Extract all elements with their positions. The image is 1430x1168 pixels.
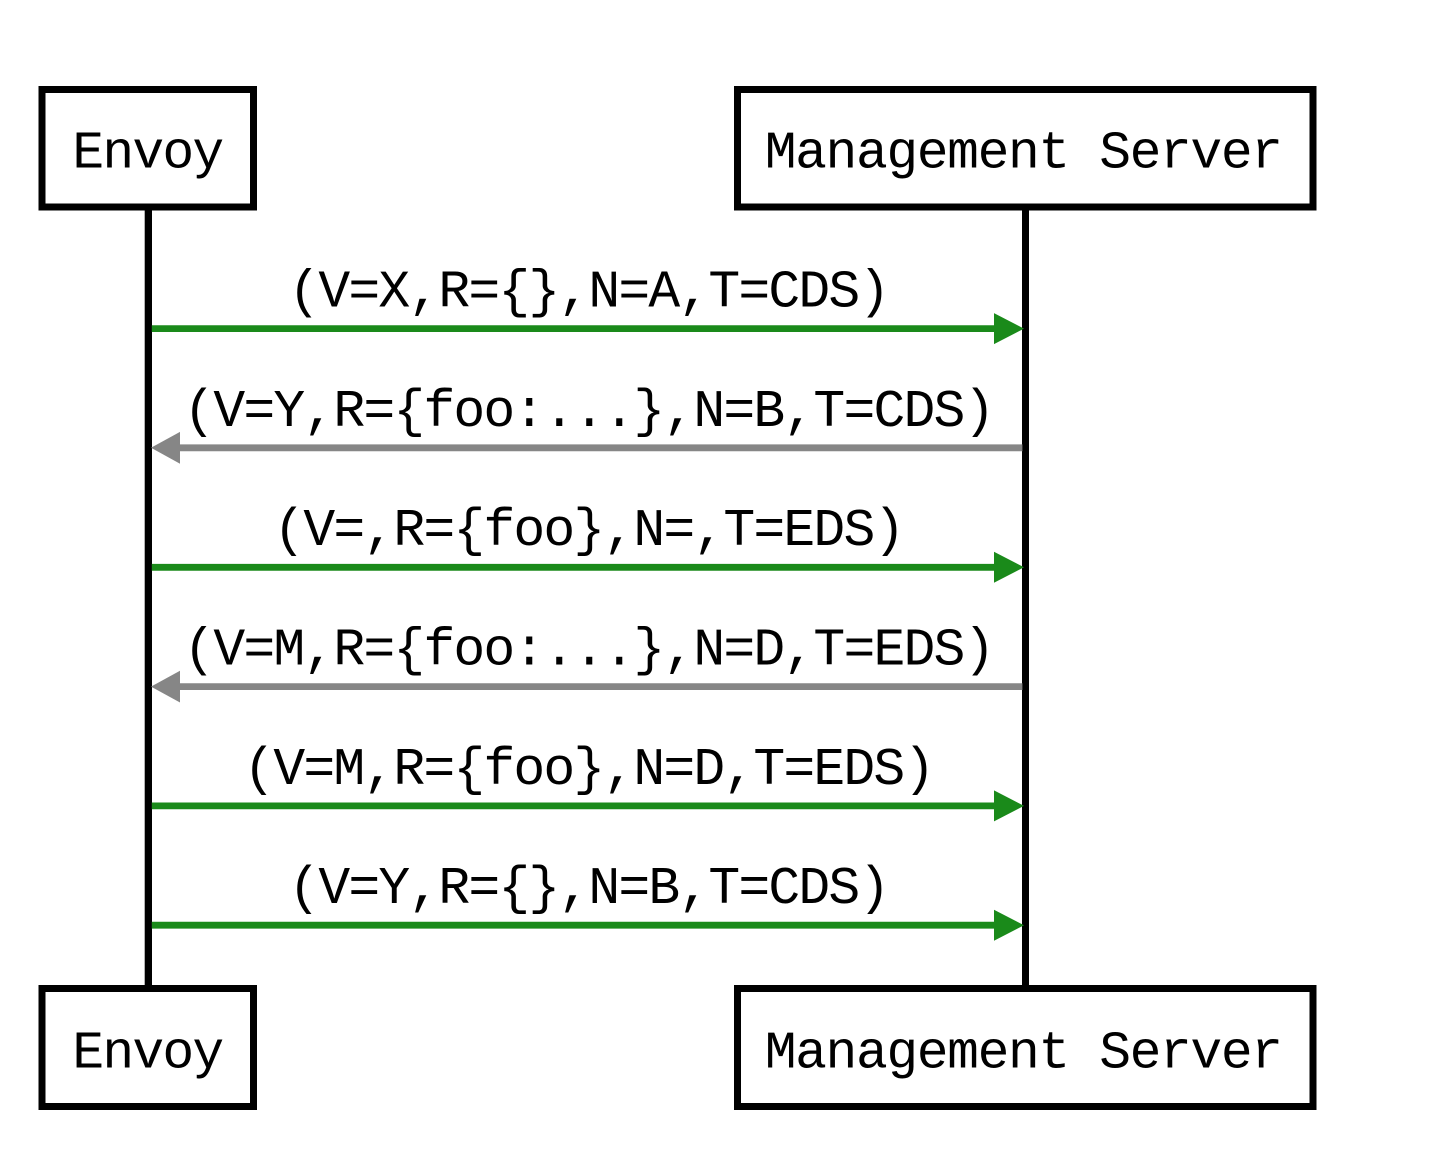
svg-text:(V=M,R={foo},N=D,T=EDS): (V=M,R={foo},N=D,T=EDS) bbox=[243, 740, 933, 800]
svg-text:(V=Y,R={foo:...},N=B,T=CDS): (V=Y,R={foo:...},N=B,T=CDS) bbox=[183, 382, 993, 442]
svg-text:(V=,R={foo},N=,T=EDS): (V=,R={foo},N=,T=EDS) bbox=[273, 501, 903, 561]
svg-text:Management Server: Management Server bbox=[765, 1024, 1282, 1084]
svg-text:Envoy: Envoy bbox=[72, 124, 223, 184]
svg-text:(V=X,R={},N=A,T=CDS): (V=X,R={},N=A,T=CDS) bbox=[288, 263, 888, 323]
svg-text:Management Server: Management Server bbox=[765, 124, 1282, 184]
svg-text:(V=M,R={foo:...},N=D,T=EDS): (V=M,R={foo:...},N=D,T=EDS) bbox=[183, 621, 993, 681]
svg-text:Envoy: Envoy bbox=[72, 1024, 223, 1084]
svg-text:(V=Y,R={},N=B,T=CDS): (V=Y,R={},N=B,T=CDS) bbox=[288, 859, 888, 919]
